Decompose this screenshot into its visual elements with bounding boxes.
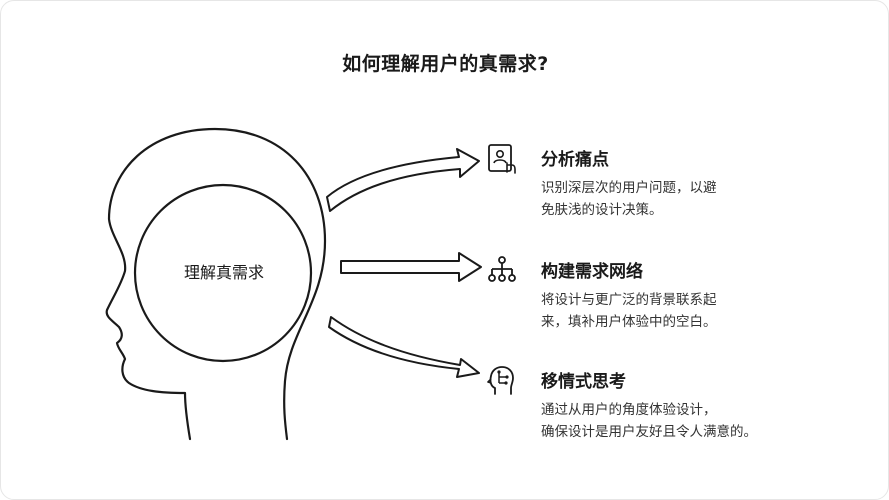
item-title: 构建需求网络 <box>541 262 643 282</box>
head-brain-circuit-icon <box>487 366 514 395</box>
item-desc-line: 免肤浅的设计决策。 <box>541 202 663 218</box>
item-title: 分析痛点 <box>541 150 609 170</box>
item-desc-line: 来，填补用户体验中的空白。 <box>541 314 717 330</box>
item-desc-line: 通过从用户的角度体验设计， <box>541 402 717 418</box>
item-description: 通过从用户的角度体验设计， 确保设计是用户友好且令人满意的。 <box>541 399 771 443</box>
page-title: 如何理解用户的真需求? <box>342 53 549 75</box>
arrow-middle <box>340 252 482 282</box>
arrow-top <box>326 148 480 212</box>
item-desc-line: 将设计与更广泛的背景联系起 <box>541 292 717 308</box>
arrow-bottom <box>328 316 480 378</box>
head-outline <box>105 127 327 441</box>
center-label: 理解真需求 <box>183 263 264 282</box>
item-title: 移情式思考 <box>541 372 626 392</box>
item-desc-line: 确保设计是用户友好且令人满意的。 <box>541 424 757 440</box>
item-description: 将设计与更广泛的背景联系起 来，填补用户体验中的空白。 <box>541 289 771 333</box>
item-description: 识别深层次的用户问题，以避 免肤浅的设计决策。 <box>541 177 771 221</box>
item-desc-line: 识别深层次的用户问题，以避 <box>541 180 717 196</box>
user-profile-touch-icon <box>488 144 516 174</box>
brain-circle <box>133 183 313 363</box>
network-hierarchy-icon <box>488 256 516 282</box>
